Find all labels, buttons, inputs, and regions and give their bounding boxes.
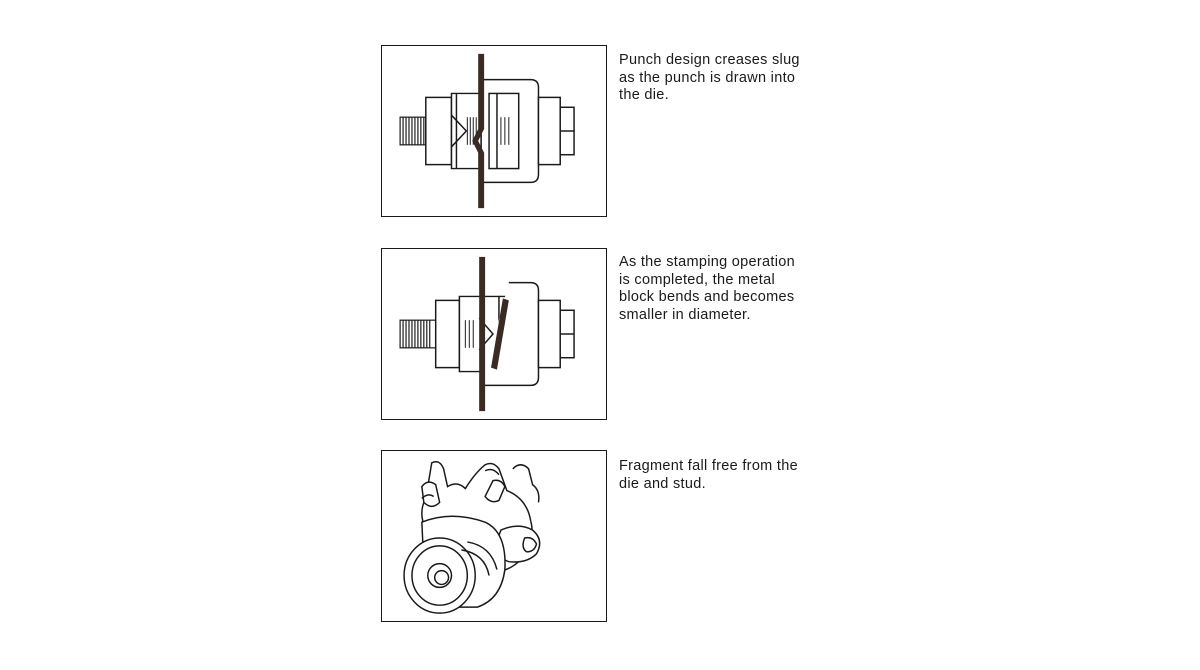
sheet-metal — [479, 256, 486, 412]
step-2-caption: As the stamping operation is completed, … — [619, 254, 795, 323]
die — [480, 78, 575, 184]
step-3-illustration — [381, 450, 607, 622]
metal-block-bending-diagram — [399, 256, 575, 412]
threaded-stud — [399, 116, 427, 146]
punch-creasing-slug-diagram — [399, 53, 575, 209]
step-2-illustration — [381, 248, 607, 420]
inner-thread — [464, 320, 474, 348]
sheet-metal — [472, 53, 485, 209]
step-3-caption: Fragment fall free from the die and stud… — [619, 458, 798, 492]
punch — [434, 295, 510, 373]
threaded-stud — [399, 319, 437, 349]
step-1-illustration — [381, 45, 607, 217]
punch — [425, 92, 482, 170]
bent-slug — [491, 298, 509, 370]
die-cylinder — [403, 515, 506, 614]
step-1-caption: Punch design creases slug as the punch i… — [619, 52, 800, 103]
fragment-removal-hands-diagram — [403, 461, 541, 614]
